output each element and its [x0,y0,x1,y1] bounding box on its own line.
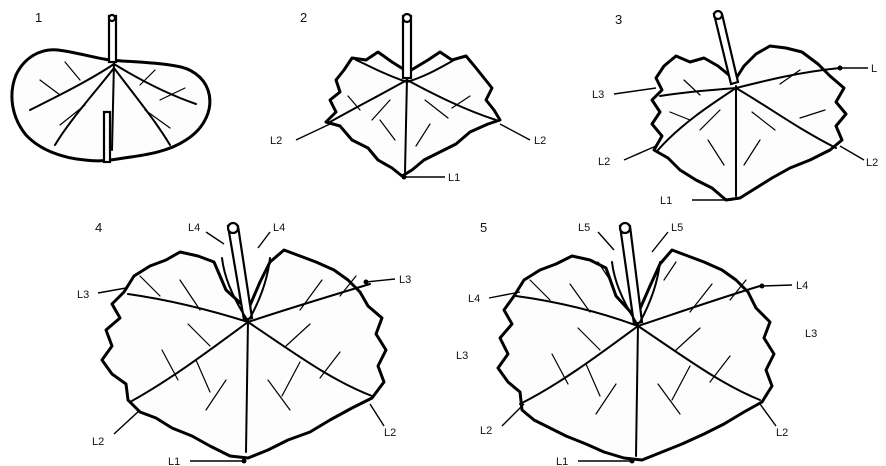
pointer-l3-left-3 [614,88,656,94]
pointer-l2-right-2 [500,124,530,140]
pointer-l2-left-4 [114,410,140,434]
label-l2-right-4: L2 [384,427,396,439]
label-l2-right-3: L2 [866,157,878,169]
label-l4-left-5: L4 [468,293,480,305]
pointer-l2-right-3 [840,146,864,160]
figure-number-4: 4 [95,220,102,235]
leaf-2-drawing [326,14,500,176]
label-l3-left-5: L3 [456,350,468,362]
leaf-figure-4: 4 L4 L4 L3 L3 L2 L2 L1 [77,220,411,466]
label-l2-right-5: L2 [776,427,788,439]
label-l4-left-4: L4 [188,222,200,234]
label-l3-right-4: L3 [399,274,411,286]
figure-number-5: 5 [480,220,487,235]
label-l-3: L [871,63,877,75]
label-l2-right-2: L2 [534,135,546,147]
leaf-1-drawing [12,15,210,162]
pointer-l2-left-2 [296,124,330,140]
figure-number-3: 3 [615,12,622,27]
pointer-dot-l4-right-5 [760,284,765,289]
label-l1-4: L1 [168,456,180,466]
label-l1-2: L1 [448,172,460,184]
leaf-figure-1: 1 [12,10,210,162]
pointer-l2-right-5 [760,404,776,426]
pointer-dot-l1-4 [242,459,247,464]
label-l5-left-5: L5 [578,222,590,234]
leaf-figure-3: 3 L L3 L2 L2 L1 [592,11,878,207]
leaf-3-drawing [652,11,846,200]
figure-number-2: 2 [300,10,307,25]
label-l3-left-3: L3 [592,89,604,101]
pointer-l4-right-4 [258,232,270,248]
label-l2-left-3: L2 [598,156,610,168]
label-l3-left-4: L3 [77,289,89,301]
pointer-dot-l-3 [838,66,843,71]
pointer-l2-right-4 [370,404,384,426]
pointer-l5-left-5 [598,232,614,250]
label-l2-left-4: L2 [92,436,104,448]
leaf-figure-5: 5 L5 L5 L4 L4 L3 L3 L2 L2 L1 [456,220,817,466]
figure-number-1: 1 [35,10,42,25]
label-l4-right-4: L4 [273,222,285,234]
leaf-figure-2: 2 L2 L2 L1 [270,10,546,184]
pointer-l3-right-4 [366,279,395,282]
label-l2-left-5: L2 [480,425,492,437]
label-l1-3: L1 [660,195,672,207]
pointer-l2-left-5 [502,404,524,426]
pointer-l2-left-3 [624,146,656,160]
label-l3-right-5: L3 [805,328,817,340]
label-l1-5: L1 [556,456,568,466]
pointer-l4-left-4 [206,232,224,244]
pointer-dot-l1-5 [630,459,635,464]
label-l2-left-2: L2 [270,135,282,147]
pointer-dot-l3-right-4 [364,280,369,285]
label-l4-right-5: L4 [796,280,808,292]
label-l5-right-5: L5 [671,222,683,234]
pointer-dot-l1-2 [402,175,407,180]
pointer-l5-right-5 [652,232,668,252]
pointer-l4-right-5 [762,285,792,286]
leaf-4-drawing [102,223,386,458]
leaf-5-drawing [498,223,774,460]
